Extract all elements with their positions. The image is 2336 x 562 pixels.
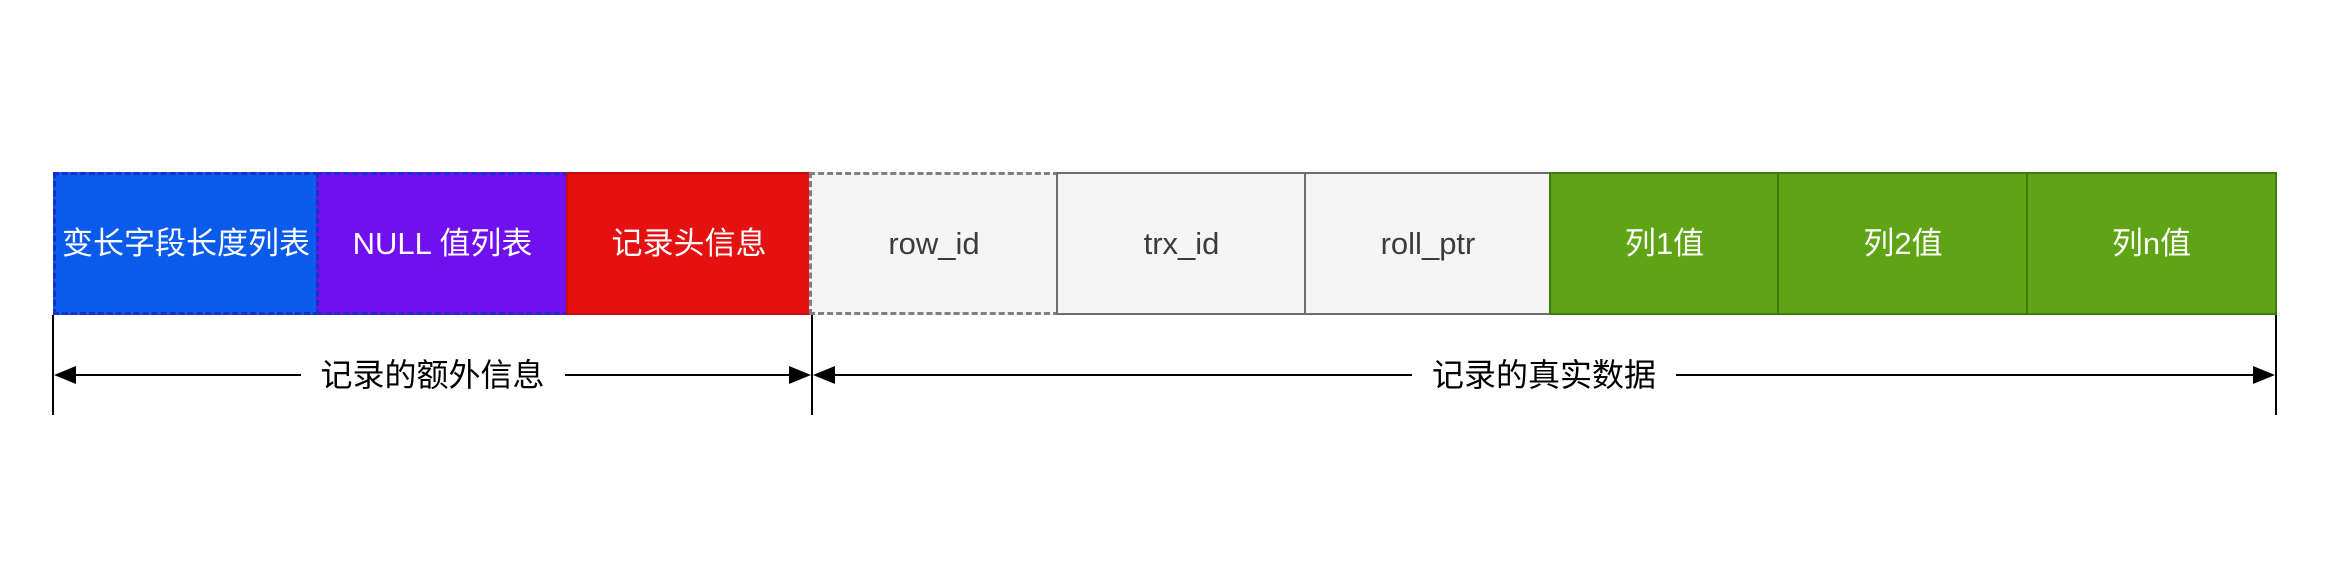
arrow-left-head-icon	[54, 366, 76, 384]
segment-roll-ptr: roll_ptr	[1304, 172, 1552, 315]
segment-row-id: row_id	[809, 172, 1059, 315]
segment-label: 列1值	[1624, 226, 1705, 261]
double-arrow: 记录的真实数据	[813, 335, 2276, 415]
segment-col2-value: 列2值	[1777, 172, 2029, 315]
double-arrow: 记录的额外信息	[54, 335, 812, 415]
arrow-right-head-icon	[2253, 366, 2276, 384]
segment-varlen-list: 变长字段长度列表	[53, 172, 319, 315]
arrow-right-head-icon	[789, 366, 812, 384]
measure-label: 记录的真实数据	[1432, 357, 1657, 393]
arrow-line	[564, 374, 790, 376]
segment-label: row_id	[888, 226, 980, 261]
segment-label: trx_id	[1143, 226, 1220, 261]
measure-tick-left	[811, 315, 813, 415]
measure-tick-right	[2275, 315, 2277, 415]
segment-null-list: NULL 值列表	[316, 172, 569, 315]
arrow-line	[76, 374, 301, 376]
segment-label: 列n值	[2111, 226, 2192, 261]
segment-label: NULL 值列表	[352, 226, 533, 261]
segment-label: roll_ptr	[1380, 226, 1476, 261]
arrow-left-head-icon	[813, 366, 835, 384]
segment-label: 记录头信息	[611, 226, 767, 261]
segment-col1-value: 列1值	[1549, 172, 1780, 315]
segment-record-header: 记录头信息	[566, 172, 812, 315]
segment-label: 列2值	[1863, 226, 1943, 261]
segment-trx-id: trx_id	[1056, 172, 1307, 315]
measure-extra-info: 记录的额外信息	[52, 315, 813, 415]
segment-coln-value: 列n值	[2026, 172, 2277, 315]
arrow-line	[835, 374, 1412, 376]
arrow-line	[1676, 374, 2254, 376]
measure-real-data: 记录的真实数据	[811, 315, 2277, 415]
segment-label: 变长字段长度列表	[62, 226, 310, 261]
measure-tick-left	[52, 315, 54, 415]
measure-label: 记录的额外信息	[320, 357, 545, 393]
